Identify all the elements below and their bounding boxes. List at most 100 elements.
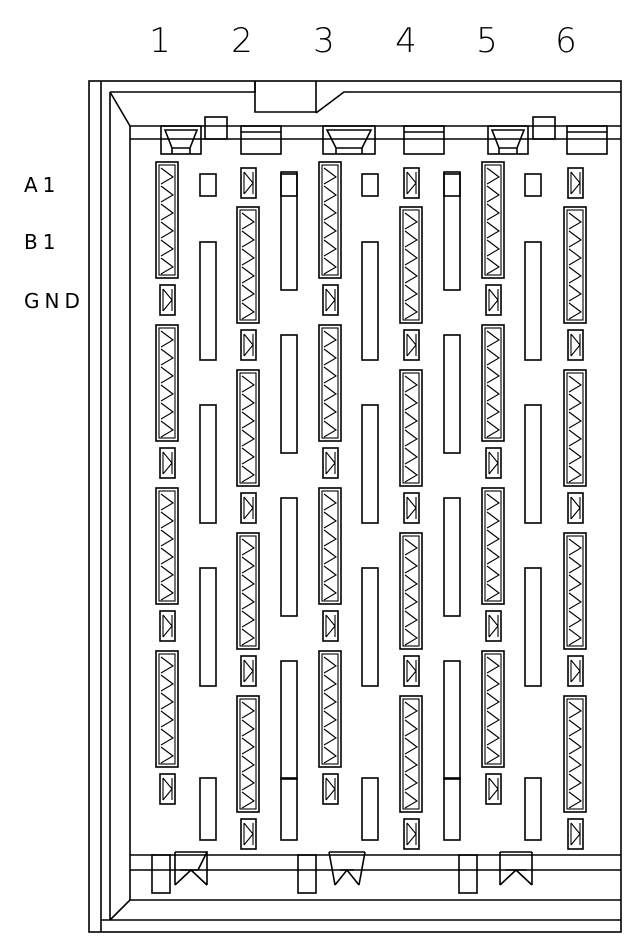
slot-square-2: [280, 173, 298, 197]
bottom-latch-1: [151, 851, 209, 894]
separator-slot-c4-2: [443, 334, 461, 454]
terminal-cavity-c4-r1: [399, 206, 423, 324]
separator-slot-c1-2: [199, 404, 217, 524]
column-number-1: 1: [149, 21, 171, 61]
terminal-small-c1-r2: [159, 447, 176, 479]
housing-inner-edge: [100, 81, 621, 932]
terminal-small-c2-r1: [240, 329, 257, 361]
slot-bottom-3: [361, 777, 379, 841]
terminal-column-3: [318, 161, 379, 841]
terminal-cavity-c5-r2: [481, 324, 505, 442]
top-latch-2: [240, 125, 282, 155]
terminal-cavity-c1-r1: [155, 161, 179, 279]
row-label-b1: B1: [24, 230, 60, 254]
terminal-cavity-c5-r4: [481, 650, 505, 768]
terminal-small-c2-r4: [240, 818, 257, 850]
separator-slot-c1-3: [199, 567, 217, 687]
column-number-4: 4: [395, 21, 417, 61]
terminal-small-c3-r2: [322, 447, 339, 479]
terminal-small-top-2: [240, 167, 257, 199]
terminal-cavity-c5-r1: [481, 161, 505, 279]
terminal-cavity-c2-r1: [236, 206, 260, 324]
column-number-6: 6: [555, 21, 577, 61]
terminal-small-c4-r1: [403, 329, 420, 361]
terminal-small-c5-r2: [485, 447, 502, 479]
housing-bottom-bevel: [130, 854, 621, 901]
separator-slot-c3-3: [361, 567, 379, 687]
housing-outer-frame: [88, 80, 622, 933]
row-labels: A1 B1 GND: [24, 173, 85, 313]
separator-slot-c5-2: [524, 404, 542, 524]
terminal-small-c1-r3: [159, 610, 176, 642]
terminal-column-4: [399, 167, 461, 850]
housing-left-bevel: [109, 92, 131, 921]
bottom-latch-3: [458, 851, 533, 894]
separator-slot-c2-4: [280, 660, 298, 780]
separator-slot-c4-3: [443, 497, 461, 617]
terminal-small-c6-r1: [567, 329, 584, 361]
terminal-small-c3-r4: [322, 773, 339, 805]
column-number-3: 3: [313, 21, 335, 61]
terminal-column-1: [155, 161, 217, 841]
separator-slot-c3-1: [361, 241, 379, 361]
slot-square-3: [361, 173, 379, 197]
separator-slot-c5-3: [524, 567, 542, 687]
terminal-cavity-c1-r3: [155, 487, 179, 605]
slot-bottom-1: [199, 777, 217, 841]
top-latch-4: [403, 125, 445, 155]
column-number-labels: 1 2 3 4 5 6: [149, 21, 577, 61]
terminal-cavity-c3-r2: [318, 324, 342, 442]
slot-square-4: [443, 173, 461, 197]
housing-top-key: [254, 81, 316, 113]
top-latch-1: [160, 116, 228, 155]
bottom-latches: [151, 851, 533, 894]
housing-top-bevel-outer: [110, 81, 621, 114]
column-number-5: 5: [476, 21, 498, 61]
top-latch-3: [322, 125, 376, 155]
slot-bottom-2: [280, 777, 298, 841]
terminal-cavity-c3-r1: [318, 161, 342, 279]
separator-slot-c2-1: [280, 171, 298, 291]
row-label-a1: A1: [24, 173, 60, 197]
top-latch-6: [566, 125, 608, 155]
terminal-small-c3-r3: [322, 610, 339, 642]
terminal-cavity-c6-r1: [563, 206, 587, 324]
top-latches: [160, 116, 608, 155]
terminal-cavity-c6-r4: [563, 695, 587, 813]
slot-bottom-5: [524, 777, 542, 841]
terminal-cavity-c2-r3: [236, 532, 260, 650]
terminal-cavity-c5-r3: [481, 487, 505, 605]
connector-housing: [88, 80, 622, 933]
terminal-small-c1-r4: [159, 773, 176, 805]
terminal-cavities: [155, 161, 587, 850]
terminal-small-c5-r3: [485, 610, 502, 642]
slot-square-5: [524, 173, 542, 197]
terminal-small-c4-r3: [403, 655, 420, 687]
terminal-small-c4-r4: [403, 818, 420, 850]
separator-slot-c1-1: [199, 241, 217, 361]
terminal-column-2: [236, 167, 298, 850]
terminal-cavity-c4-r4: [399, 695, 423, 813]
terminal-column-6: [563, 167, 587, 850]
terminal-cavity-c2-r4: [236, 695, 260, 813]
terminal-small-c1-r1: [159, 284, 176, 316]
separator-slot-c4-4: [443, 660, 461, 780]
terminal-small-top-4: [403, 167, 420, 199]
terminal-small-top-6: [567, 167, 584, 199]
terminal-cavity-c6-r3: [563, 532, 587, 650]
terminal-small-c4-r2: [403, 492, 420, 524]
separator-slot-c2-3: [280, 497, 298, 617]
terminal-small-c6-r3: [567, 655, 584, 687]
separator-slot-c5-1: [524, 241, 542, 361]
terminal-cavity-c6-r2: [563, 369, 587, 487]
terminal-cavity-c1-r4: [155, 650, 179, 768]
separator-slot-c3-2: [361, 404, 379, 524]
terminal-cavity-c1-r2: [155, 324, 179, 442]
terminal-small-c5-r1: [485, 284, 502, 316]
separator-slot-c4-1: [443, 171, 461, 291]
slot-bottom-4: [443, 777, 461, 841]
row-label-gnd: GND: [24, 289, 85, 313]
top-latch-5: [487, 116, 556, 155]
terminal-cavity-c4-r3: [399, 532, 423, 650]
